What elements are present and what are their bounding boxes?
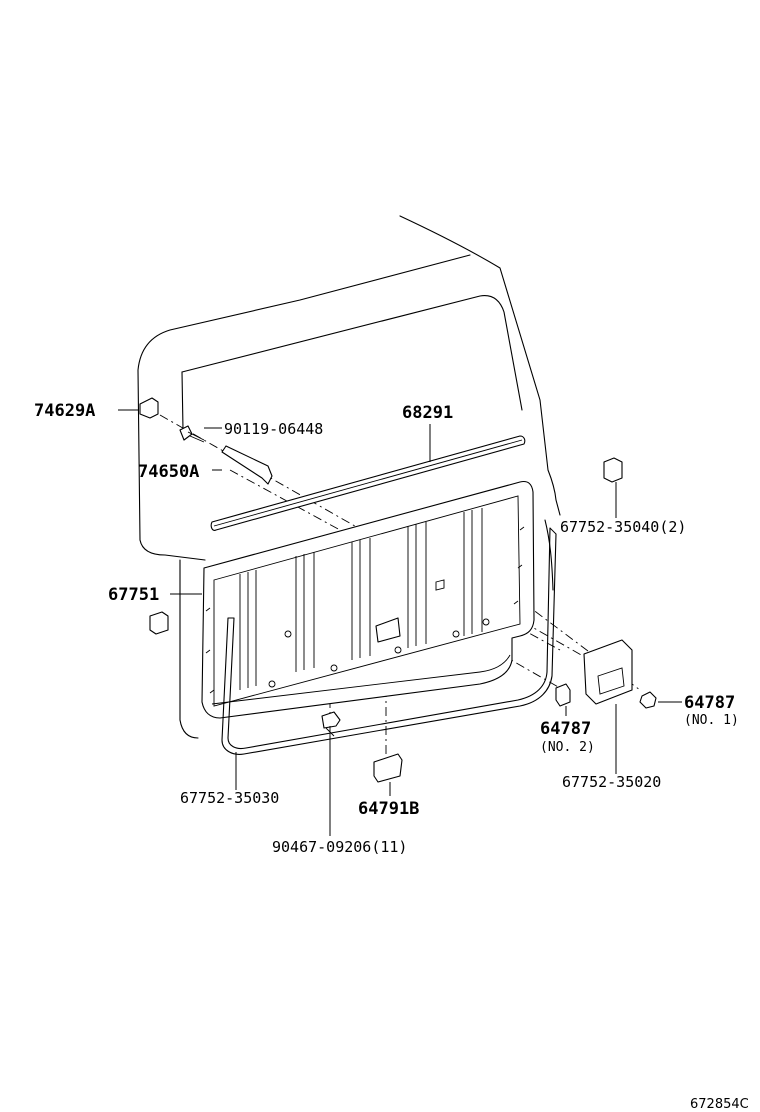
weatherstrip-67752-35030 [221, 527, 557, 755]
trim-74650A [221, 445, 273, 485]
clip-90467-09206 [321, 711, 341, 737]
label-67752-35020: 67752-35020 [562, 773, 661, 791]
screw-90119-06448 [179, 425, 205, 443]
leader-lines [118, 409, 682, 836]
cover-64791B [373, 753, 403, 783]
label-64787-no2: 64787 [540, 719, 591, 739]
cushion-67752-35020 [583, 639, 633, 705]
label-64787-no1-sub: (NO. 1) [684, 713, 739, 728]
label-67752-35030: 67752-35030 [180, 789, 279, 807]
pad-part [149, 611, 169, 635]
label-67751: 67751 [108, 585, 159, 605]
label-64791B: 64791B [358, 799, 419, 819]
label-74629A: 74629A [34, 401, 95, 421]
label-67752-35040: 67752-35040(2) [560, 518, 686, 536]
label-64787-no1: 64787 [684, 693, 735, 713]
vehicle-body-outline [137, 215, 561, 739]
label-68291: 68291 [402, 403, 453, 423]
label-90467-09206: 90467-09206(11) [272, 838, 407, 856]
clip-74629A [139, 397, 159, 419]
nut-64787-no1 [639, 691, 657, 709]
clip-67752-35040 [603, 457, 623, 483]
label-74650A: 74650A [138, 462, 199, 482]
label-90119-06448: 90119-06448 [224, 420, 323, 438]
door-trim-board [201, 480, 535, 719]
pad-64787-no2 [555, 683, 571, 707]
label-64787-no2-sub: (NO. 2) [540, 740, 595, 755]
diagram-code: 672854C [690, 1097, 749, 1112]
moulding-68291 [210, 435, 526, 531]
